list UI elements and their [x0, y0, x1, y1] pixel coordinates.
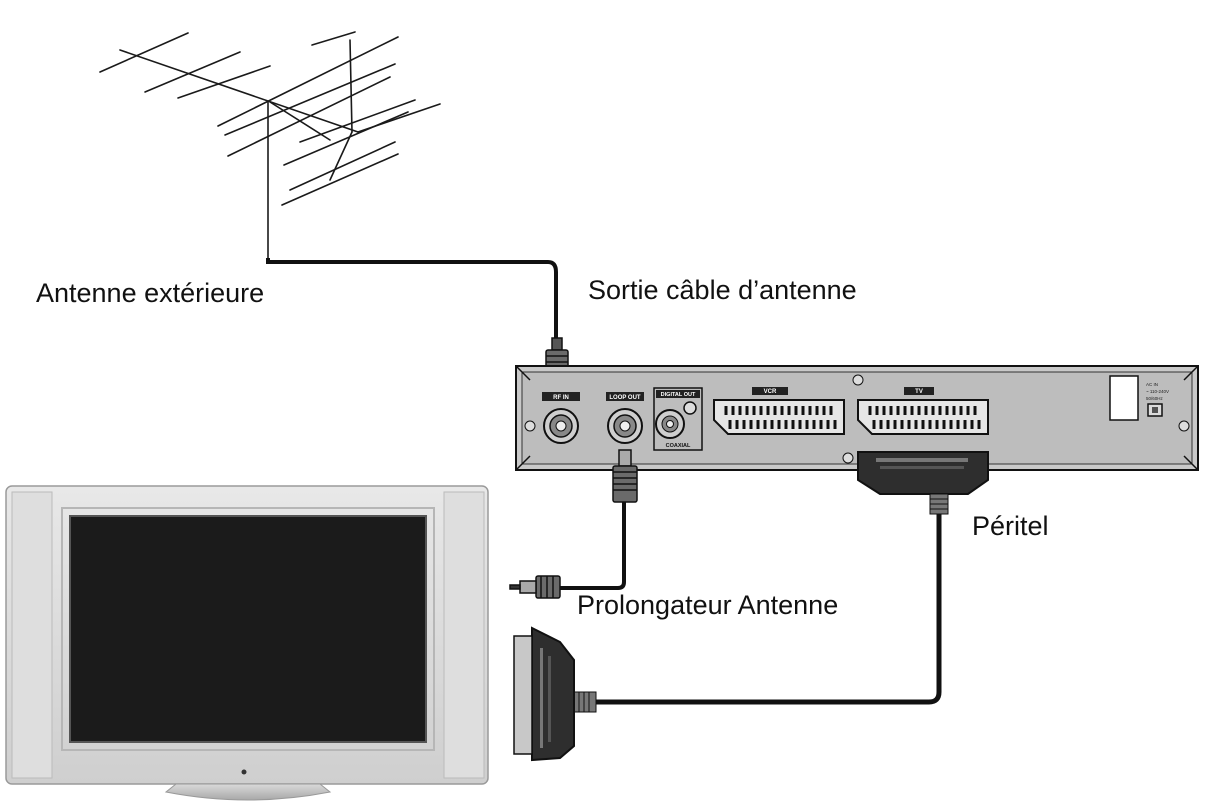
- antenna-extension-label: Prolongateur Antenne: [577, 590, 839, 620]
- svg-text:AC IN: AC IN: [1146, 382, 1158, 387]
- power-section: AC IN ~ 110-240V 50/60Hz: [1109, 375, 1169, 421]
- vcr-scart-port: VCR: [713, 387, 845, 435]
- flat-tv-illustration: [5, 485, 489, 801]
- scart-cable: [596, 514, 942, 705]
- svg-text:~ 110-240V: ~ 110-240V: [1146, 389, 1169, 394]
- scart-plug-receiver: [857, 451, 989, 515]
- loop-out-port: LOOP OUT: [606, 392, 644, 444]
- rf-in-port: RF IN: [542, 392, 580, 444]
- antenna-cable: [266, 258, 558, 345]
- svg-text:VCR: VCR: [764, 389, 777, 395]
- svg-text:LOOP OUT: LOOP OUT: [609, 395, 641, 401]
- antenna-cable-out-label: Sortie câble d’antenne: [588, 275, 857, 305]
- scart-plug-tv: [513, 626, 597, 762]
- digital-out-port: DIGITAL OUT COAXIAL: [653, 387, 703, 451]
- scart-label: Péritel: [972, 511, 1049, 541]
- extension-cable: [560, 502, 626, 590]
- svg-text:50/60Hz: 50/60Hz: [1146, 396, 1164, 401]
- svg-text:RF IN: RF IN: [553, 395, 569, 401]
- svg-text:COAXIAL: COAXIAL: [666, 443, 691, 449]
- svg-text:TV: TV: [915, 389, 923, 395]
- outdoor-antenna-label: Antenne extérieure: [36, 278, 265, 308]
- outdoor-antenna-illustration: [99, 31, 441, 259]
- extension-plug: [509, 575, 561, 599]
- tv-scart-port: TV: [857, 387, 989, 435]
- svg-text:DIGITAL OUT: DIGITAL OUT: [661, 392, 696, 398]
